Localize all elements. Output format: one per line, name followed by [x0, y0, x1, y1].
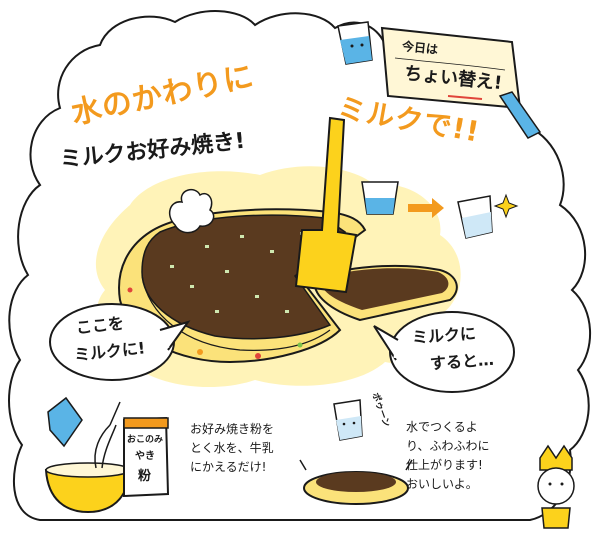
pencil-icon — [498, 91, 542, 139]
caption-right-line: 水でつくるよ — [406, 420, 478, 434]
flour-bag-line1: おこのみ — [127, 435, 164, 445]
caption-right-line: 仕上がります! — [406, 458, 483, 472]
arrow-icon — [408, 198, 444, 218]
bubble-right-line2: すると… — [429, 349, 495, 374]
caption-left-line: お好み焼き粉を — [190, 422, 275, 436]
caption-right: 水でつくるよ り、ふわふわに 仕上がります! おいしいよ。 — [406, 418, 490, 494]
caption-left: お好み焼き粉を とく水を、牛乳 にかえるだけ! — [190, 420, 274, 477]
whisk-icon — [94, 401, 121, 469]
spatula-icon — [294, 116, 358, 294]
sign-line1: 今日は — [401, 39, 439, 57]
pancake-sauce — [141, 214, 347, 340]
flour-bag-line3: 粉 — [138, 469, 152, 484]
flour-bag-line2: やき — [135, 451, 155, 462]
steam-icon — [168, 188, 215, 234]
caption-left-line: にかえるだけ! — [190, 460, 267, 474]
pancake-slice-sauce — [320, 268, 449, 310]
caption-right-line: おいしいよ。 — [406, 477, 478, 491]
caption-right-line: り、ふわふわに — [406, 439, 490, 453]
milk-carton-icon — [47, 396, 83, 448]
caption-left-line: とく水を、牛乳 — [190, 441, 274, 455]
bubble-right-line1: ミルクに — [411, 323, 477, 348]
sparkle-icon — [493, 193, 519, 219]
crown-character-icon — [539, 444, 573, 471]
pancake-rim — [141, 274, 331, 351]
